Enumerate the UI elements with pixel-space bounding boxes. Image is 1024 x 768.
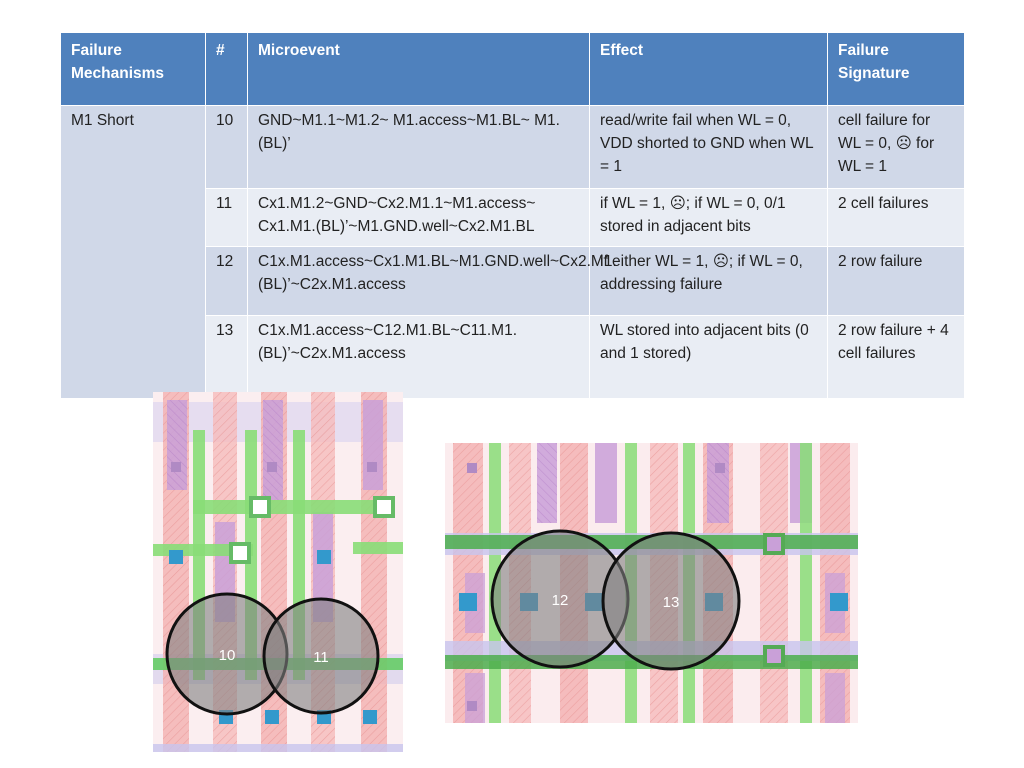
row-effect: if either WL = 1, ☹; if WL = 0, addressi… (589, 246, 828, 316)
row-microevent: C1x.M1.access~C12.M1.BL~C11.M1.(BL)’~C2x… (247, 315, 590, 399)
row-microevent: C1x.M1.access~Cx1.M1.BL~M1.GND.well~Cx2.… (247, 246, 617, 316)
circle-label-12: 12 (552, 592, 569, 609)
table-header-row: Failure Mechanisms # Microevent Effect F… (60, 32, 965, 106)
header-failure-signature: Failure Signature (827, 32, 965, 106)
row-number: 10 (205, 105, 248, 189)
header-number: # (205, 32, 248, 106)
table-row: 11 Cx1.M1.2~GND~Cx2.M1.1~M1.access~ Cx1.… (61, 188, 965, 247)
circle-label-10: 10 (219, 647, 236, 664)
row-effect: if WL = 1, ☹; if WL = 0, 0/1 stored in a… (589, 188, 828, 247)
row-signature: 2 row failure + 4 cell failures (827, 315, 965, 399)
row-microevent: GND~M1.1~M1.2~ M1.access~M1.BL~ M1.(BL)’ (247, 105, 590, 189)
row-number: 11 (205, 188, 248, 247)
layout-figure-right: 12 13 (445, 443, 858, 723)
row-microevent: Cx1.M1.2~GND~Cx2.M1.1~M1.access~ Cx1.M1.… (247, 188, 590, 247)
table-row: M1 Short 10 GND~M1.1~M1.2~ M1.access~M1.… (60, 105, 965, 399)
failure-circle-11: 11 (262, 597, 380, 715)
row-signature: 2 row failure (827, 246, 965, 316)
failure-table: Failure Mechanisms # Microevent Effect F… (60, 32, 965, 399)
circle-label-11: 11 (313, 649, 329, 666)
row-number: 12 (205, 246, 248, 316)
row-signature: 2 cell failures (827, 188, 965, 247)
header-microevent: Microevent (247, 32, 590, 106)
table-row: 13 C1x.M1.access~C12.M1.BL~C11.M1.(BL)’~… (61, 315, 965, 399)
table-row: 12 C1x.M1.access~Cx1.M1.BL~M1.GND.well~C… (61, 246, 965, 316)
row-effect: WL stored into adjacent bits (0 and 1 st… (589, 315, 828, 399)
header-effect: Effect (589, 32, 828, 106)
row-number: 13 (205, 315, 248, 399)
header-failure-mechanisms: Failure Mechanisms (60, 32, 206, 106)
row-signature: cell failure for WL = 0, ☹ for WL = 1 (827, 105, 965, 189)
mechanism-cell: M1 Short (60, 105, 206, 399)
failure-circle-10: 10 (165, 592, 289, 716)
row-effect: read/write fail when WL = 0, VDD shorted… (589, 105, 828, 189)
circle-label-13: 13 (663, 594, 680, 611)
layout-figure-left: 10 11 (153, 392, 403, 752)
failure-circle-13: 13 (601, 531, 741, 671)
